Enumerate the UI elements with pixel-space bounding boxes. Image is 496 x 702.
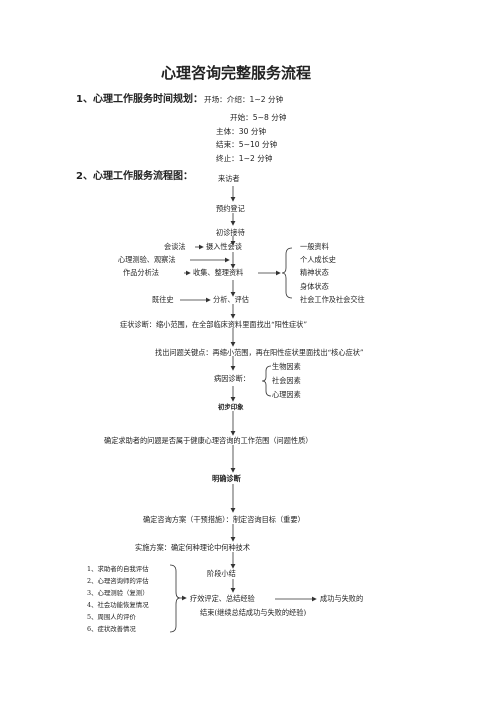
section1-heading-colon: ： xyxy=(192,94,203,105)
node-collect: 收集、整理资料 xyxy=(193,268,244,277)
evaluation-counselor: 2、心理咨询师的评估 xyxy=(87,577,149,585)
node-scope: 确定求助者的问题是否属于健康心理咨询的工作范围（问题性质） xyxy=(104,436,313,445)
evaluation-symptoms: 6、症状改善情况 xyxy=(87,625,136,633)
node-preliminary-impression: 初步印象 xyxy=(218,403,244,411)
schedule-end: 结束：5~10 分钟 xyxy=(216,140,278,149)
node-appointment: 预约登记 xyxy=(216,204,245,213)
schedule-main: 主体：30 分钟 xyxy=(216,127,267,136)
node-etiology-label: 病因诊断： xyxy=(214,374,250,383)
node-method-work: 作品分析法 xyxy=(123,268,159,277)
node-plan: 确定咨询方案（干预措施）：制定咨询目标（重要） xyxy=(143,515,305,524)
schedule-termination: 终止：1~2 分钟 xyxy=(216,154,273,163)
node-key-point: 找出问题关键点：再缩小范围，再在阳性症状里面找出“核心症状” xyxy=(155,348,364,357)
schedule-opening: 开场：介绍：1~2 分钟 xyxy=(204,95,284,104)
material-general: 一般资料 xyxy=(300,242,329,251)
node-method-test: 心理测验、观察法 xyxy=(118,255,176,264)
section1-heading-text: 1、心理工作服务时间规划 xyxy=(76,94,193,105)
evaluation-others: 5、周围人的评价 xyxy=(87,613,136,621)
node-implement: 实施方案：确定何种理论中何种技术 xyxy=(135,543,251,552)
evaluation-test: 3、心理测验（复测） xyxy=(87,589,149,597)
etiology-psychological: 心理因素 xyxy=(272,390,301,399)
node-history: 既往史 xyxy=(152,295,174,304)
section2-heading: 2、心理工作服务流程图： xyxy=(76,171,193,182)
node-conclusion: 结束(继续总结成功与失败的经验) xyxy=(200,608,307,617)
node-analysis: 分析、评估 xyxy=(213,295,249,304)
node-stage-summary: 阶段小结 xyxy=(207,569,236,578)
evaluation-self: 1、求助者的自我评估 xyxy=(87,565,149,573)
etiology-biological: 生物因素 xyxy=(272,362,301,371)
brace-evaluation xyxy=(169,564,181,633)
schedule-start: 开始：5~8 分钟 xyxy=(230,113,287,122)
node-method-interview: 会谈法 xyxy=(164,242,186,251)
material-growth: 个人成长史 xyxy=(300,255,336,264)
etiology-social: 社会因素 xyxy=(272,376,301,385)
evaluation-social-function: 4、社会功能恢复情况 xyxy=(87,601,149,609)
material-social: 社会工作及社会交往 xyxy=(300,295,365,304)
material-physical: 身体状态 xyxy=(300,282,329,291)
material-mental: 精神状态 xyxy=(300,268,329,277)
node-clear-diagnosis: 明确诊断 xyxy=(212,474,241,483)
node-symptom-diagnosis: 症状诊断：缩小范围，在全部临床资料里面找出“阳性症状” xyxy=(120,320,308,329)
node-effect-evaluation: 疗效评定、总结经验 xyxy=(190,594,255,603)
node-visitor: 来访者 xyxy=(218,174,240,183)
node-initial-reception: 初诊接待 xyxy=(216,228,245,237)
node-success-failure: 成功与失败的 xyxy=(320,594,364,603)
page-title: 心理咨询完整服务流程 xyxy=(161,64,312,82)
section1-heading: 1、心理工作服务时间规划： xyxy=(76,95,203,105)
brace-etiology xyxy=(261,365,272,397)
brace-materials xyxy=(281,247,293,299)
node-intake: 摄入性会谈 xyxy=(206,242,242,251)
